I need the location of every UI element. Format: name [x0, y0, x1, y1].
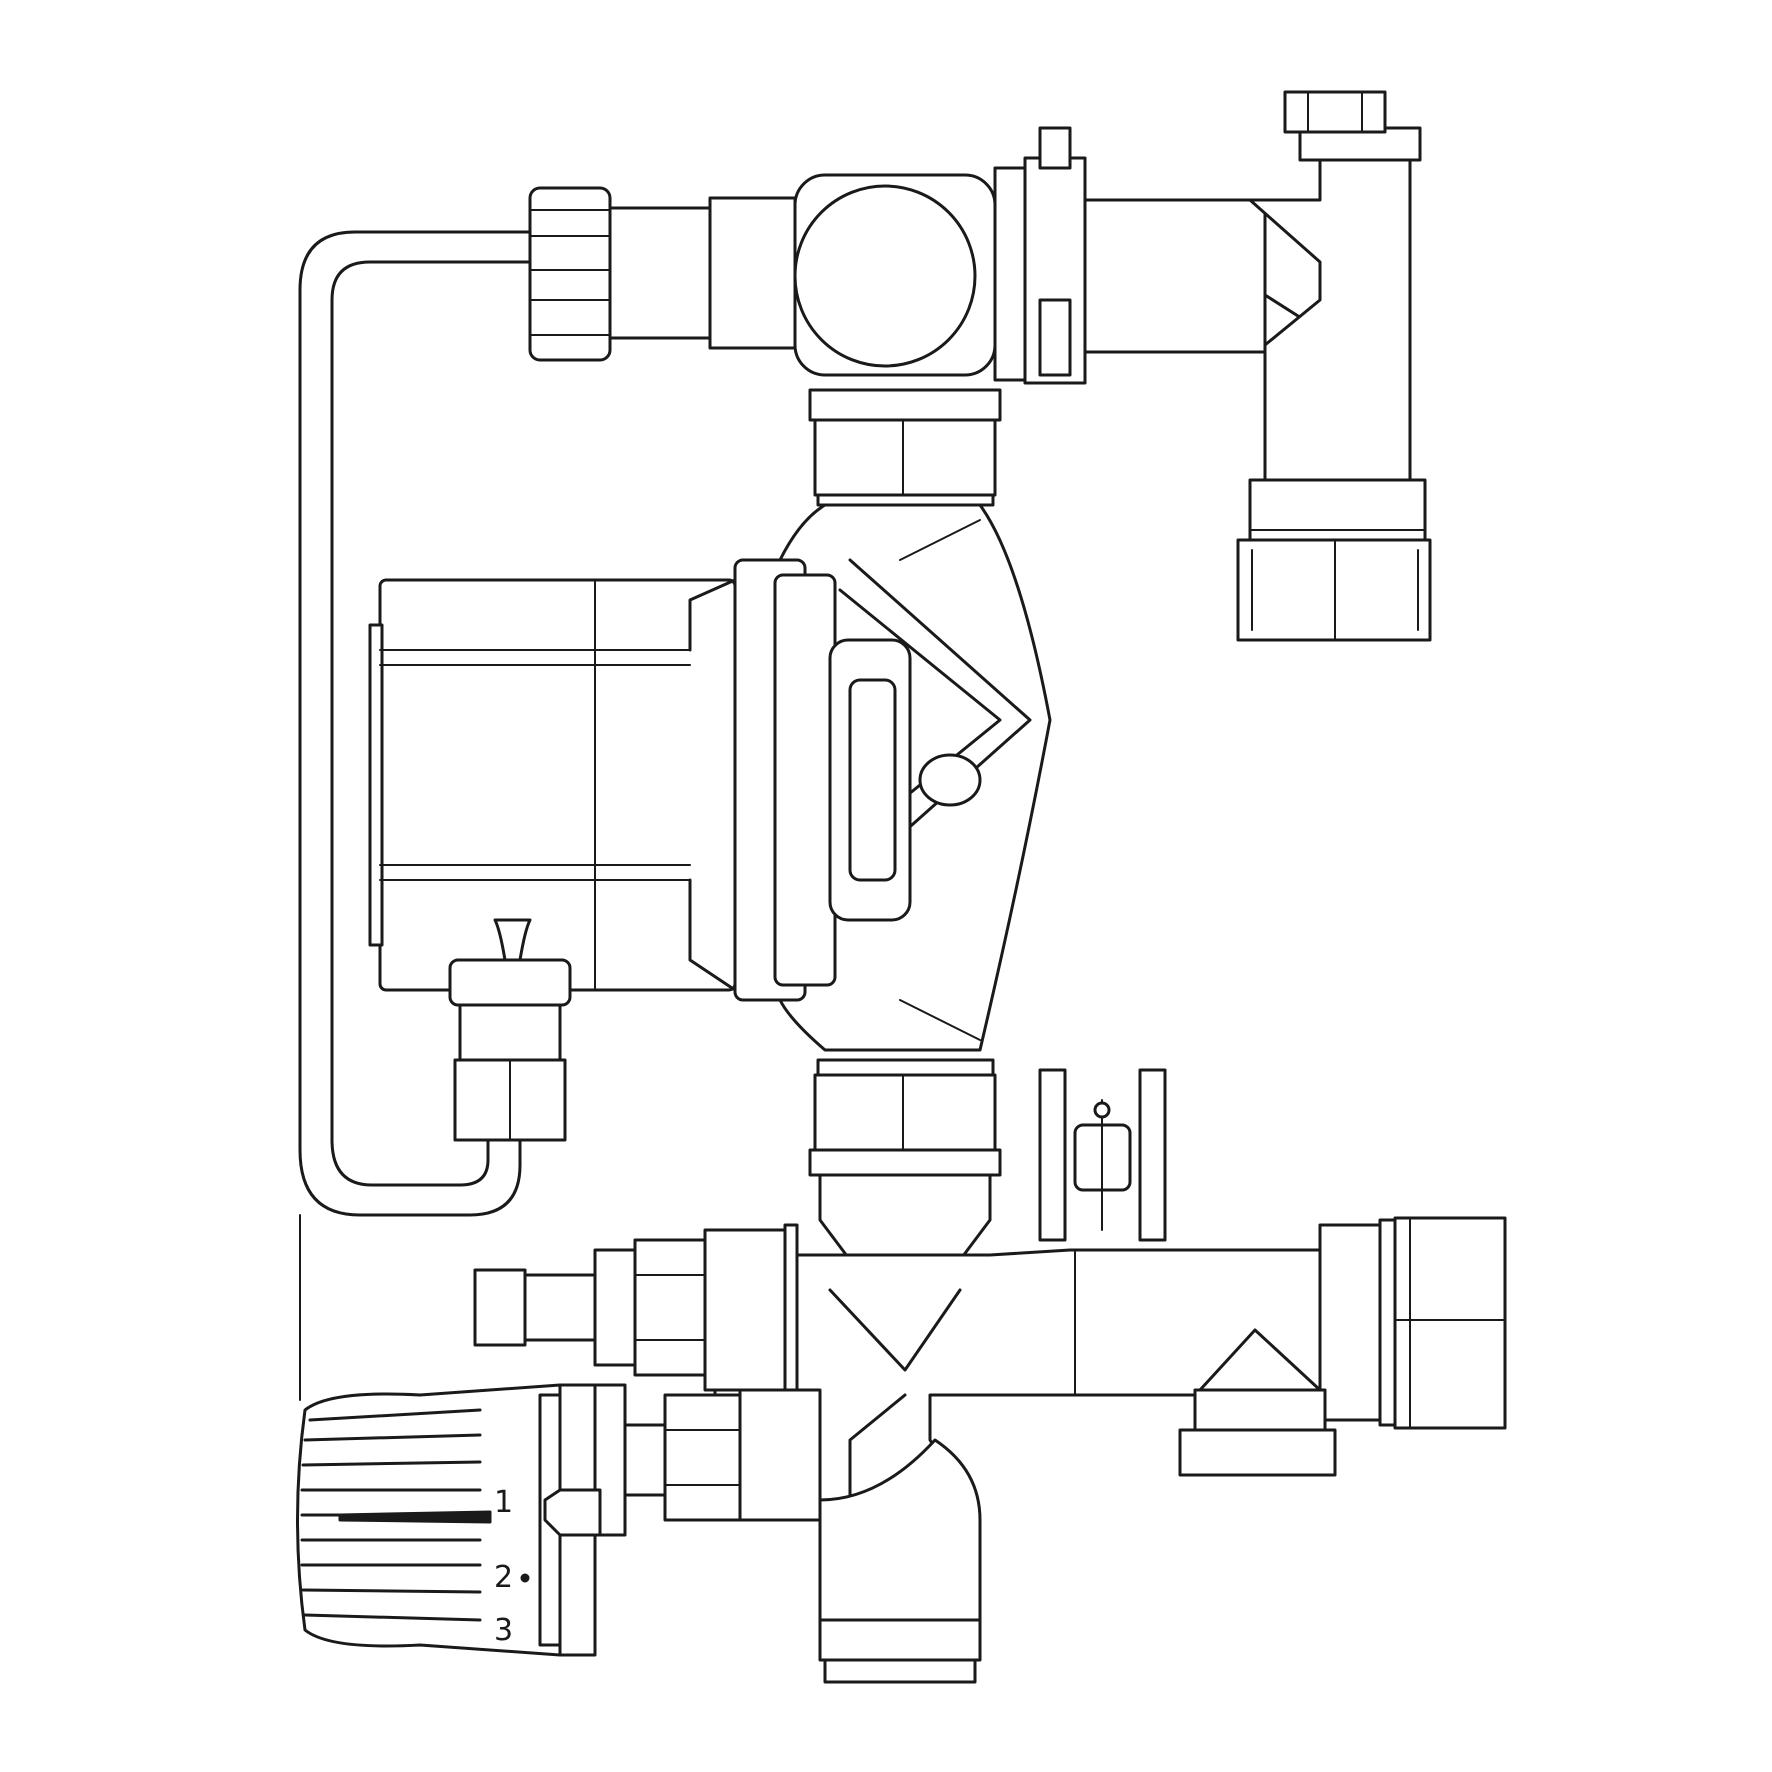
- scale-mark-2: 2: [494, 1560, 513, 1595]
- thermostat-scale: 1 2 3: [494, 1485, 530, 1648]
- scale-mark-1: 1: [494, 1485, 513, 1520]
- top-right-tee: [1236, 90, 1432, 642]
- scale-dot-2: [520, 1573, 530, 1583]
- thermostatic-head: [296, 1383, 602, 1657]
- lower-elbow-outlet: [818, 1438, 982, 1684]
- scale-mark-3: 3: [494, 1613, 513, 1648]
- bypass-pipe: [298, 230, 532, 1401]
- left-nipple: [473, 1223, 799, 1397]
- thermostat-connection: [593, 1383, 822, 1537]
- upper-pump-nut: [808, 388, 1002, 507]
- mixing-valve-body: [793, 126, 1267, 385]
- top-union-nut: [528, 186, 797, 362]
- lower-right-outlet: [1178, 1328, 1337, 1477]
- pump-flange: [733, 558, 912, 1002]
- check-valve-fitting: [448, 918, 572, 1142]
- right-outlet-nut: [1318, 1216, 1507, 1430]
- pump-motor: [368, 578, 737, 992]
- mounting-bracket: [1038, 1068, 1167, 1242]
